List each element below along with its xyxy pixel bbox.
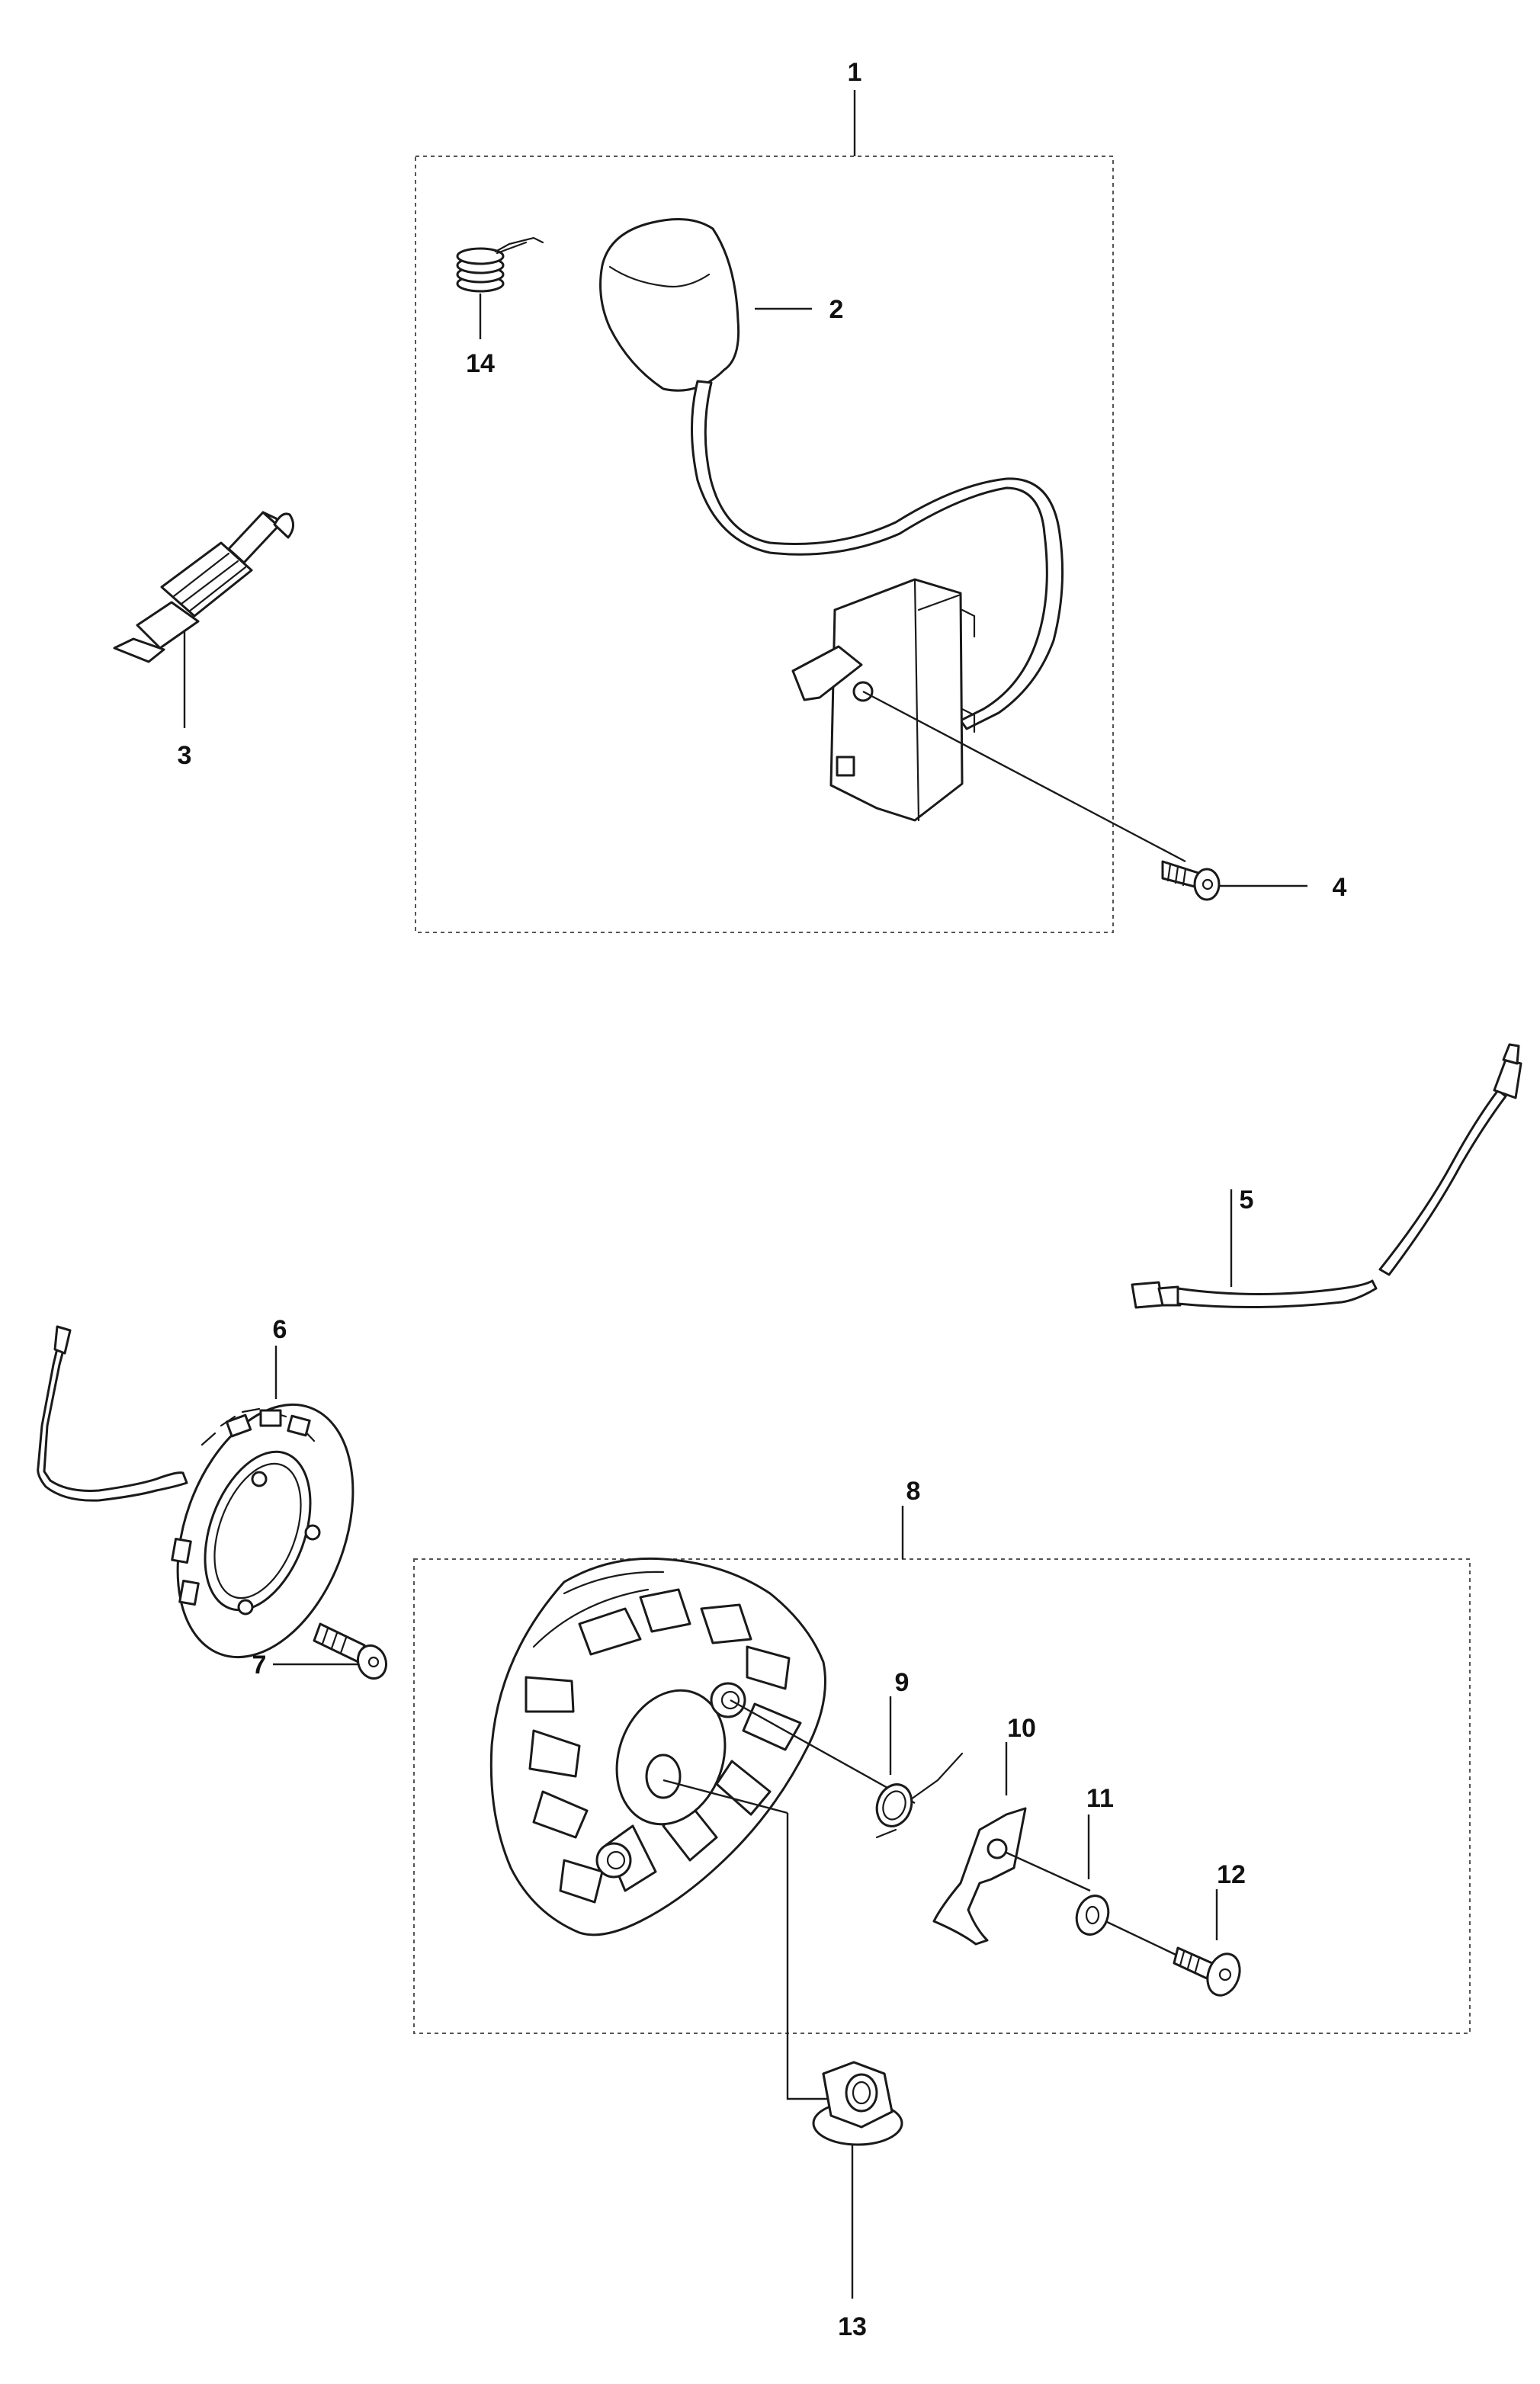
screw-part-4	[1161, 860, 1221, 901]
flywheel-part	[489, 1557, 916, 1936]
callout-8: 8	[906, 1477, 921, 1506]
callout-10: 10	[1007, 1714, 1036, 1743]
callout-13: 13	[838, 2312, 867, 2341]
screw-part-12	[1173, 1946, 1241, 1997]
spark-plug-part	[113, 511, 294, 663]
callout-11: 11	[1086, 1784, 1114, 1813]
flywheel-assembly-frame	[413, 1558, 1471, 2034]
callout-1: 1	[848, 58, 862, 87]
circlip-part	[875, 1752, 964, 1839]
stator-coil-part	[37, 1325, 355, 1659]
flange-nut-part	[812, 2061, 903, 2146]
leader-lines	[183, 90, 1307, 2100]
callout-12: 12	[1217, 1860, 1246, 1889]
callout-5: 5	[1240, 1186, 1254, 1214]
ignition-module-frame	[415, 156, 1114, 933]
washer-part	[1075, 1895, 1186, 1961]
wire-part	[1131, 1043, 1522, 1309]
callout-14: 14	[466, 349, 495, 378]
callout-2: 2	[829, 295, 844, 324]
screw-part-7	[313, 1622, 388, 1680]
callout-3: 3	[178, 741, 192, 770]
ignition-module-part	[599, 218, 1186, 863]
callout-labels: 1 2 3 4 5 6 7 8 9 10 11 12 13 14	[178, 58, 1347, 2341]
bracket-part	[932, 1807, 1091, 1946]
callout-7: 7	[252, 1651, 267, 1680]
callout-9: 9	[895, 1668, 910, 1697]
spring-part	[456, 236, 544, 293]
callout-4: 4	[1333, 873, 1347, 902]
callout-6: 6	[273, 1315, 287, 1344]
